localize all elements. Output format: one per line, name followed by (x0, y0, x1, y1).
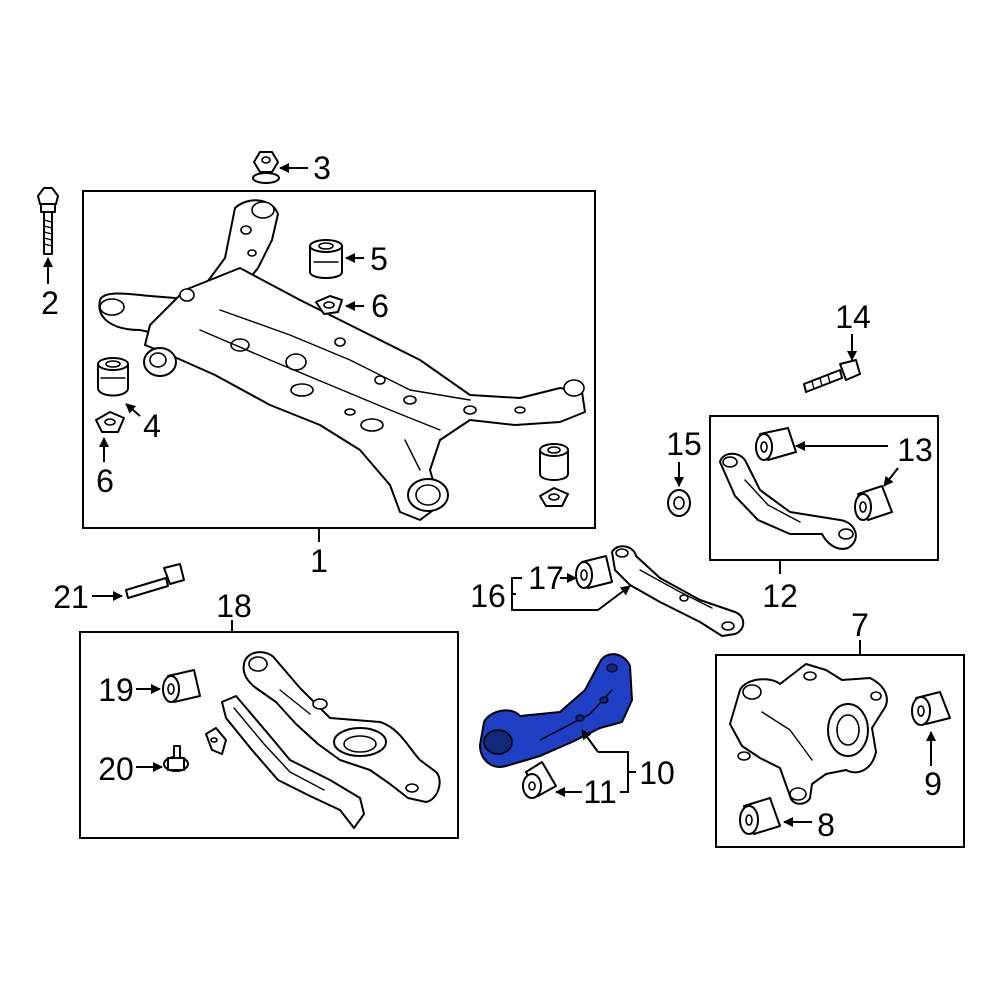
crossmember-group-box (82, 190, 596, 529)
knuckle-group-box (715, 654, 965, 848)
callout-6-upper: 6 (371, 288, 389, 324)
callout-11: 11 (583, 774, 616, 810)
bushing-part-8[interactable] (739, 797, 781, 835)
bolt-part[interactable] (37, 187, 59, 255)
bushing-part-13-upper[interactable] (755, 427, 797, 461)
callout-19: 19 (98, 672, 134, 708)
washer-part-6-upper[interactable] (315, 295, 343, 315)
trailing-arm-part[interactable] (242, 651, 441, 803)
callout-5: 5 (370, 241, 388, 277)
leader-lines (43, 163, 936, 827)
bushing-part-right[interactable] (539, 443, 569, 507)
bushing-part-19[interactable] (162, 669, 201, 703)
callout-6-lower: 6 (96, 463, 114, 499)
bolt-part-14[interactable] (803, 359, 861, 393)
callout-12: 12 (762, 578, 798, 614)
bracket-part[interactable] (205, 727, 227, 755)
callout-20: 20 (98, 751, 134, 787)
knuckle-part[interactable] (729, 663, 888, 805)
callout-1: 1 (310, 543, 328, 579)
callout-17: 17 (528, 560, 564, 596)
stud-part-20[interactable] (163, 745, 189, 772)
trailing-arm-group-box (79, 631, 459, 839)
callout-2: 2 (41, 285, 59, 321)
washer-part-6-lower[interactable] (95, 411, 125, 433)
upper-arm-part[interactable] (719, 452, 857, 550)
callout-8: 8 (817, 807, 835, 843)
bolt-part-21[interactable] (125, 563, 185, 599)
upper-arm-group-box (709, 415, 939, 561)
lower-arm-part-16[interactable] (611, 545, 745, 637)
callout-15: 15 (666, 426, 702, 462)
highlighted-arm-part-10[interactable] (479, 653, 633, 768)
bushing-part-17[interactable] (575, 555, 613, 589)
callout-16: 16 (470, 578, 506, 614)
callout-4: 4 (143, 408, 161, 444)
bushing-part-5[interactable] (309, 239, 343, 279)
callout-21: 21 (53, 579, 89, 615)
washer-part-15[interactable] (667, 489, 691, 517)
callout-18: 18 (216, 588, 252, 624)
bushing-part-13-lower[interactable] (854, 485, 893, 521)
callout-7: 7 (851, 607, 869, 643)
callout-10: 10 (639, 755, 675, 791)
callout-14: 14 (835, 299, 871, 335)
bushing-part-4[interactable] (97, 357, 129, 397)
nut-part[interactable] (252, 151, 280, 184)
bushing-part-9[interactable] (911, 691, 951, 726)
callout-9: 9 (924, 766, 942, 802)
crossmember-part[interactable] (98, 199, 586, 521)
stabilizer-plate-part[interactable] (221, 695, 365, 829)
bushing-part-11[interactable] (522, 761, 557, 799)
callout-3: 3 (313, 150, 331, 186)
callout-labels: 1 2 3 4 5 6 6 7 8 9 10 11 12 13 14 15 16… (41, 150, 942, 843)
callout-13: 13 (897, 432, 933, 468)
